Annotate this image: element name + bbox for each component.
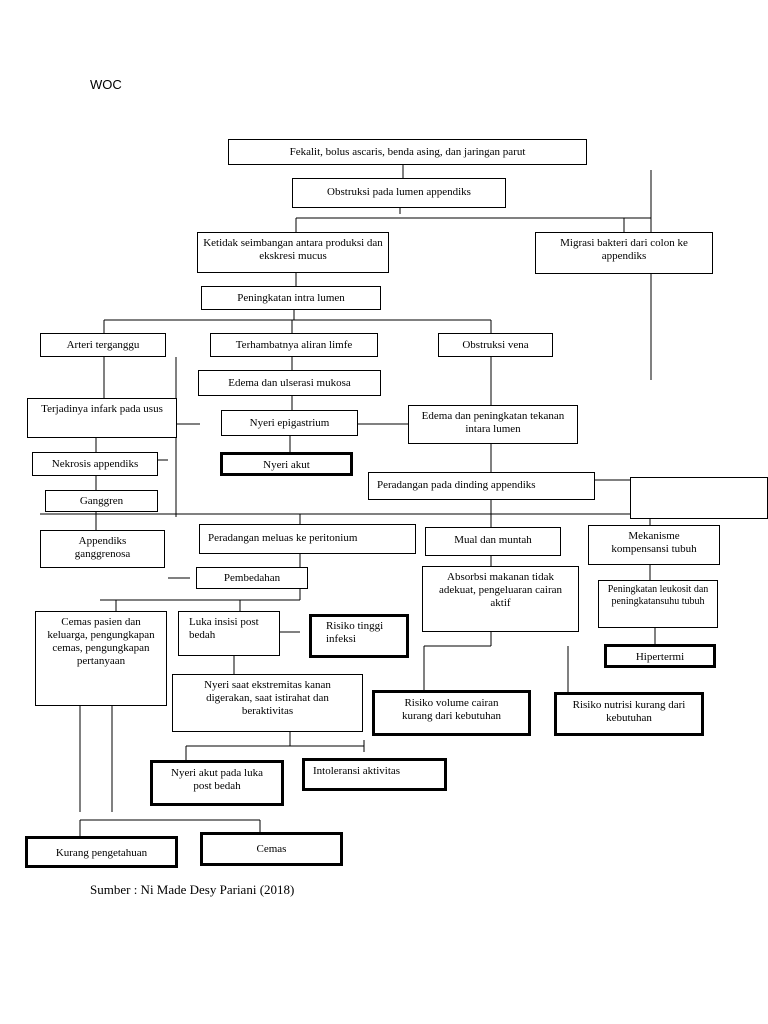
node-migrasi: Migrasi bakteri dari colon ke appendiks — [535, 232, 713, 274]
node-nyeri-ekstremitas: Nyeri saat ekstremitas kanan digerakan, … — [172, 674, 363, 732]
source-caption: Sumber : Ni Made Desy Pariani (2018) — [90, 882, 295, 897]
node-mual: Mual dan muntah — [425, 527, 561, 556]
node-blank-right — [630, 477, 768, 519]
node-limfe: Terhambatnya aliran limfe — [210, 333, 378, 357]
node-risiko-infeksi: Risiko tinggi infeksi — [309, 614, 409, 658]
node-nyeri-akut: Nyeri akut — [220, 452, 353, 476]
node-ganggren: Ganggren — [45, 490, 158, 512]
node-intoleransi: Intoleransi aktivitas — [302, 758, 447, 791]
node-edema-ulserasi: Edema dan ulserasi mukosa — [198, 370, 381, 396]
node-luka-insisi: Luka insisi post bedah — [178, 611, 280, 656]
node-pembedahan: Pembedahan — [196, 567, 308, 589]
node-cemas-pasien: Cemas pasien dan keluarga, pengungkapan … — [35, 611, 167, 706]
node-cemas: Cemas — [200, 832, 343, 866]
node-peradangan-dinding: Peradangan pada dinding appendiks — [368, 472, 595, 500]
node-peradangan-meluas: Peradangan meluas ke peritonium — [199, 524, 416, 554]
node-edema-tekanan: Edema dan peningkatan tekanan intara lum… — [408, 405, 578, 444]
node-risiko-nutrisi: Risiko nutrisi kurang dari kebutuhan — [554, 692, 704, 736]
node-peningkatan-intra: Peningkatan intra lumen — [201, 286, 381, 310]
node-mekanisme: Mekanisme kompensansi tubuh — [588, 525, 720, 565]
diagram-title: WOC — [90, 77, 122, 92]
node-arteri: Arteri terganggu — [40, 333, 166, 357]
node-risiko-volume: Risiko volume cairan kurang dari kebutuh… — [372, 690, 531, 736]
node-infark: Terjadinya infark pada usus — [27, 398, 177, 438]
node-hipertermi: Hipertermi — [604, 644, 716, 668]
node-nyeri-epigastrium: Nyeri epigastrium — [221, 410, 358, 436]
node-peningkatan-leukosit: Peningkatan leukosit dan peningkatansuhu… — [598, 580, 718, 628]
node-obstruksi-lumen: Obstruksi pada lumen appendiks — [292, 178, 506, 208]
node-fekalit: Fekalit, bolus ascaris, benda asing, dan… — [228, 139, 587, 165]
node-nekrosis: Nekrosis appendiks — [32, 452, 158, 476]
node-appendiks-ganggrenosa: Appendiks ganggrenosa — [40, 530, 165, 568]
node-obstruksi-vena: Obstruksi vena — [438, 333, 553, 357]
node-absorbsi: Absorbsi makanan tidak adekuat, pengelua… — [422, 566, 579, 632]
node-kurang-pengetahuan: Kurang pengetahuan — [25, 836, 178, 868]
node-ketidakseimbangan: Ketidak seimbangan antara produksi dan e… — [197, 232, 389, 273]
node-nyeri-luka: Nyeri akut pada luka post bedah — [150, 760, 284, 806]
